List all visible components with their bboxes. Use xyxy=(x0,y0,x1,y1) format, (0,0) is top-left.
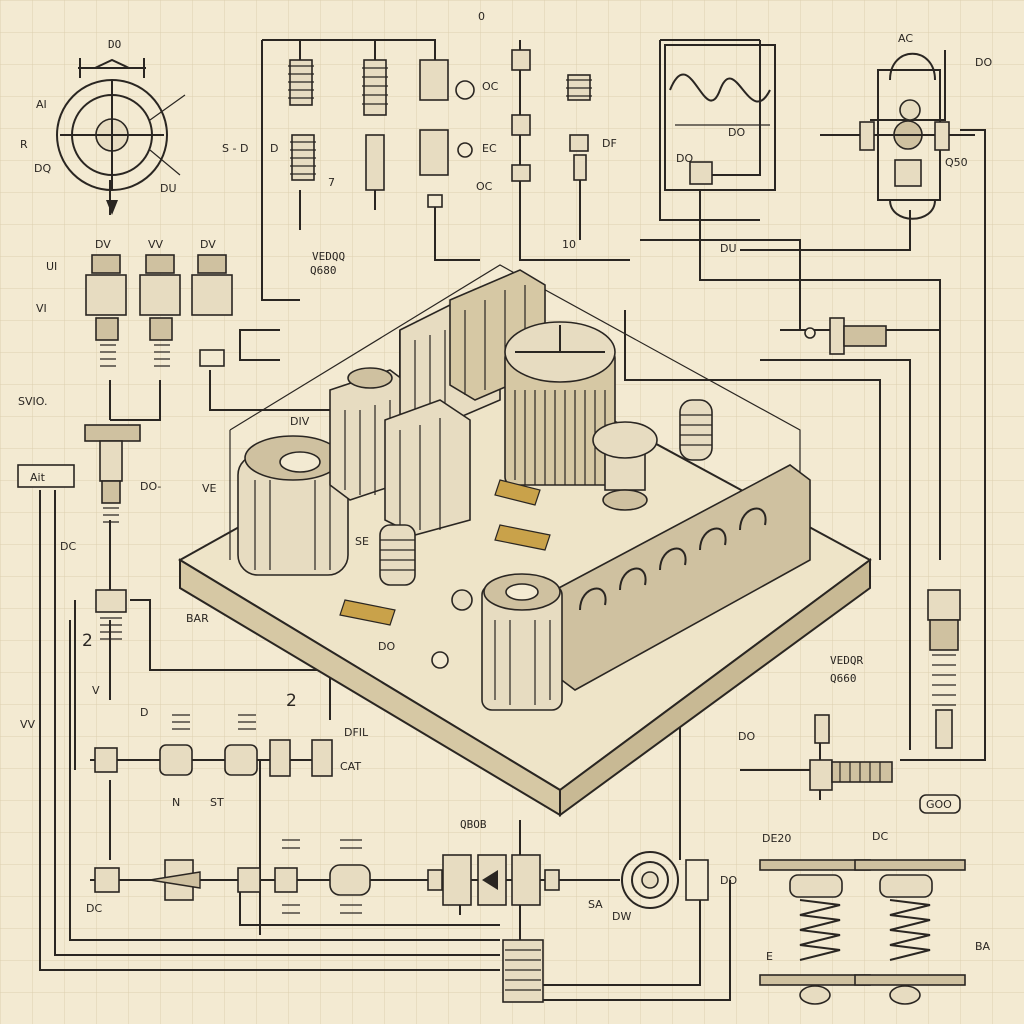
inductor-cylinder xyxy=(504,321,616,486)
spring-assemblies xyxy=(759,794,966,1005)
label-ec: EC xyxy=(482,142,497,155)
probe-right xyxy=(804,317,887,355)
label-relay-7: 7 xyxy=(328,176,335,189)
bottom-row-1 xyxy=(90,714,333,777)
label-bottom-do: DO xyxy=(720,874,737,887)
main-circuit-board xyxy=(178,264,872,817)
label-left-dc-bottom: DC xyxy=(86,902,102,915)
label-top-center: 0 xyxy=(478,10,485,23)
label-left-d2: D xyxy=(140,706,148,719)
label-board-se: SE xyxy=(355,535,369,548)
toggle-switch-assembly xyxy=(820,52,975,220)
label-svio: SVIO. xyxy=(18,395,47,408)
bottom-switch-block xyxy=(420,854,620,906)
label-row-dv-2: DV xyxy=(200,238,216,251)
relay-coils xyxy=(288,49,592,208)
oscilloscope-screen xyxy=(664,44,776,191)
label-left-do: DO- xyxy=(140,480,161,493)
label-board-div: DIV xyxy=(290,415,310,428)
label-right-do2: DO xyxy=(738,730,755,743)
label-d: D xyxy=(270,142,278,155)
brass-traces xyxy=(339,479,551,626)
label-row-ui: UI xyxy=(46,260,57,273)
label-scope-do2: DO xyxy=(676,152,693,165)
coil-4 xyxy=(511,49,531,182)
label-ai: AI xyxy=(36,98,47,111)
label-board-do: DO xyxy=(378,640,395,653)
text-labels: 0 DO AI R DQ DU S - D D DV VV DV UI VI S… xyxy=(18,10,992,963)
resistor-upright xyxy=(679,399,713,461)
connector-3 xyxy=(191,254,233,367)
label-right-ac: AC xyxy=(898,32,913,45)
coil-3 xyxy=(419,59,475,208)
spring-2 xyxy=(854,859,966,1005)
board-coil xyxy=(379,524,416,586)
bottom-dial xyxy=(621,851,709,909)
capacitor-small xyxy=(481,573,563,711)
label-df: DF xyxy=(602,137,617,150)
board-side xyxy=(559,558,871,817)
terminal-block-bottom xyxy=(502,939,544,1003)
label-right-du: DU xyxy=(720,242,737,255)
label-top-left-do: DO xyxy=(108,38,121,51)
label-bottom-qbob: QBOB xyxy=(460,818,487,831)
label-oc-1: OC xyxy=(482,80,499,93)
right-sensor xyxy=(927,589,961,749)
coil-5 xyxy=(566,74,592,181)
label-row-dv-1: DV xyxy=(95,238,111,251)
label-du: DU xyxy=(160,182,177,195)
label-bottom-st: ST xyxy=(210,796,224,809)
label-vendo-2b: Q660 xyxy=(830,672,857,685)
coil-1 xyxy=(288,59,316,181)
label-row-vv: VV xyxy=(148,238,164,251)
label-scope-do: DO xyxy=(728,126,745,139)
label-left-2: 2 xyxy=(82,631,93,651)
label-vendo-2: VEDQR xyxy=(830,654,863,667)
label-right-do: DO xyxy=(975,56,992,69)
resistor-horizontal xyxy=(809,714,893,791)
connector-1 xyxy=(85,254,127,367)
label-right-ba: BA xyxy=(975,940,991,953)
left-sensor xyxy=(84,424,141,640)
label-board-2: 2 xyxy=(286,691,297,711)
label-right-dc: DC xyxy=(872,830,888,843)
connector-row xyxy=(85,254,233,367)
knob xyxy=(592,421,658,511)
label-board-dfil: DFIL xyxy=(344,726,369,739)
rotary-dial xyxy=(56,58,186,215)
left-indicator-box xyxy=(17,464,75,488)
label-bottom-n: N xyxy=(172,796,180,809)
label-left-v: V xyxy=(92,684,100,697)
label-right-q50: Q50 xyxy=(945,156,968,169)
label-board-bar: BAR xyxy=(186,612,209,625)
label-vi: VI xyxy=(36,302,47,315)
label-board-ve: VE xyxy=(202,482,217,495)
coil-2 xyxy=(362,59,388,191)
label-r: R xyxy=(20,138,28,151)
label-ait: Ait xyxy=(30,471,46,484)
label-bottom-dw: DW xyxy=(612,910,631,923)
label-vendo-1: VEDQQ xyxy=(312,250,345,263)
label-left-dc: DC xyxy=(60,540,76,553)
wiring xyxy=(39,39,986,1001)
label-right-de: DE20 xyxy=(762,832,791,845)
capacitor-large xyxy=(237,435,349,576)
label-vendo-1b: Q680 xyxy=(310,264,337,277)
label-right-e: E xyxy=(766,950,773,963)
label-s-d: S - D xyxy=(222,142,248,155)
bottom-row-2 xyxy=(90,839,420,914)
connector-2 xyxy=(139,254,181,367)
label-board-cat: CAT xyxy=(340,760,361,773)
label-dq: DQ xyxy=(34,162,51,175)
label-right-goo: GOO xyxy=(926,798,952,811)
label-bottom-sa: SA xyxy=(588,898,603,911)
label-left-vv: VV xyxy=(20,718,36,731)
label-oc-2: OC xyxy=(476,180,493,193)
label-10: 10 xyxy=(562,238,576,251)
